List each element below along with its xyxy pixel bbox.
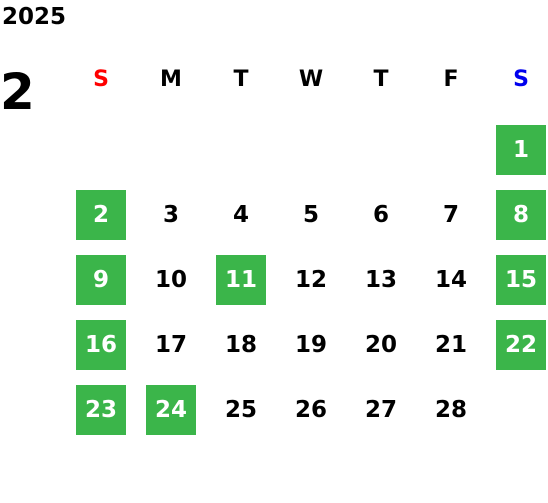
day-cell-highlighted[interactable]: 23 <box>76 385 126 435</box>
weekday-header: T <box>233 67 249 92</box>
day-cell-highlighted[interactable]: 11 <box>216 255 266 305</box>
day-cell[interactable]: 12 <box>294 267 327 293</box>
day-cell[interactable]: 25 <box>224 397 257 423</box>
day-cell[interactable]: 3 <box>162 202 179 228</box>
weekday-header: S <box>513 67 529 92</box>
day-cell[interactable]: 28 <box>434 397 467 423</box>
day-cell[interactable]: 14 <box>434 267 467 293</box>
day-cell[interactable]: 18 <box>224 332 257 358</box>
weekday-header: W <box>298 67 324 92</box>
day-cell-highlighted[interactable]: 9 <box>76 255 126 305</box>
day-cell-highlighted[interactable]: 16 <box>76 320 126 370</box>
day-cell[interactable]: 13 <box>364 267 397 293</box>
weekday-header: M <box>160 67 182 92</box>
weekday-header: F <box>443 67 459 92</box>
year-label: 2025 <box>2 4 67 30</box>
day-cell[interactable]: 10 <box>154 267 187 293</box>
day-cell[interactable]: 17 <box>154 332 187 358</box>
day-cell[interactable]: 5 <box>302 202 319 228</box>
day-cell-highlighted[interactable]: 1 <box>496 125 546 175</box>
day-cell[interactable]: 4 <box>232 202 249 228</box>
day-cell-highlighted[interactable]: 2 <box>76 190 126 240</box>
day-cell[interactable]: 6 <box>372 202 389 228</box>
day-cell-highlighted[interactable]: 8 <box>496 190 546 240</box>
day-cell[interactable]: 27 <box>364 397 397 423</box>
day-cell[interactable]: 20 <box>364 332 397 358</box>
day-cell[interactable]: 21 <box>434 332 467 358</box>
weekday-header: T <box>373 67 389 92</box>
weekday-header: S <box>93 67 109 92</box>
day-cell-highlighted[interactable]: 24 <box>146 385 196 435</box>
day-cell[interactable]: 7 <box>442 202 459 228</box>
month-label: 2 <box>0 63 35 121</box>
day-cell[interactable]: 26 <box>294 397 327 423</box>
day-cell-highlighted[interactable]: 15 <box>496 255 546 305</box>
day-cell[interactable]: 19 <box>294 332 327 358</box>
day-cell-highlighted[interactable]: 22 <box>496 320 546 370</box>
